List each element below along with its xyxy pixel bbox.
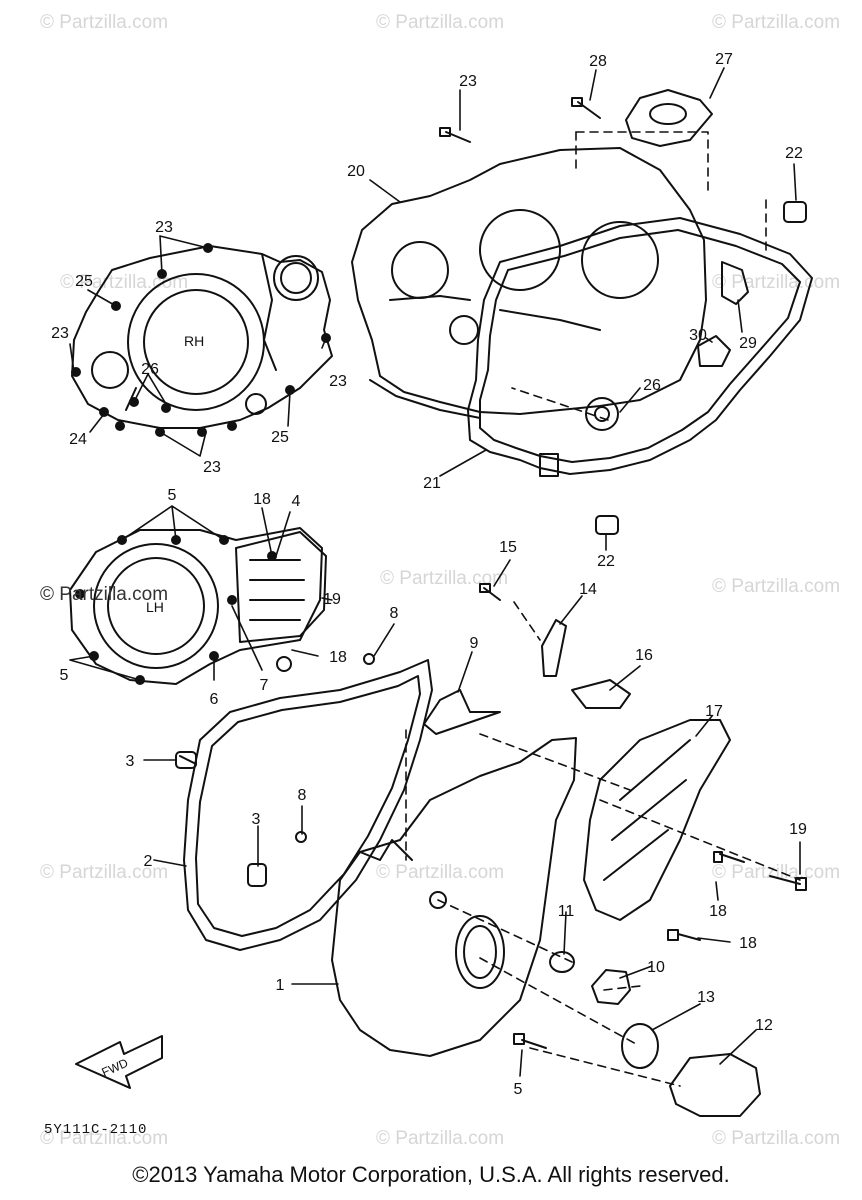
callout-number: 7 <box>260 677 269 694</box>
callout-number: 11 <box>558 903 575 920</box>
callout-number: 5 <box>60 667 69 684</box>
watermark: © Partzilla.com <box>380 568 509 589</box>
diagram-code: 5Y111C-2110 <box>44 1122 148 1138</box>
callout-number: 19 <box>323 591 341 608</box>
crankcase-cover-20 <box>351 147 707 419</box>
callout-number: 8 <box>390 605 399 622</box>
lh-cover-1 <box>331 689 577 1057</box>
callout-number: 19 <box>789 821 807 838</box>
rh-cover-label: RH <box>184 333 204 349</box>
callout-number: 23 <box>203 459 221 476</box>
callout-number: 22 <box>785 145 803 162</box>
lh-cover-label: LH <box>146 599 164 615</box>
sprocket-cover-17 <box>583 719 731 921</box>
callout-number: 23 <box>51 325 69 342</box>
callout-number: 28 <box>589 53 607 70</box>
callout-number: 6 <box>210 691 219 708</box>
fwd-arrow-icon <box>75 1035 163 1089</box>
callout-number: 30 <box>689 327 707 344</box>
copyright-notice: ©2013 Yamaha Motor Corporation, U.S.A. A… <box>132 1162 730 1187</box>
callout-number: 14 <box>579 581 597 598</box>
callout-number: 5 <box>168 487 177 504</box>
callout-number: 10 <box>647 959 665 976</box>
callout-number: 12 <box>755 1017 773 1034</box>
callout-number: 29 <box>739 335 757 352</box>
callout-number: 26 <box>141 361 159 378</box>
lh-cover-reference-view <box>69 527 327 685</box>
watermark: © Partzilla.com <box>712 576 841 597</box>
callout-number: 25 <box>75 273 93 290</box>
crankcase-gasket-21 <box>467 217 813 477</box>
callout-number: 20 <box>347 163 365 180</box>
callout-number: 23 <box>459 73 477 90</box>
watermark: © Partzilla.com <box>712 12 841 33</box>
callout-number: 1 <box>276 977 285 994</box>
callout-number: 2 <box>144 853 153 870</box>
callout-number: 3 <box>126 753 135 770</box>
side-watermark: © Partzilla.com <box>40 584 169 605</box>
watermark: © Partzilla.com <box>376 862 505 883</box>
callout-number: 13 <box>697 989 715 1006</box>
watermark: © Partzilla.com <box>40 12 169 33</box>
callout-number: 23 <box>155 219 173 236</box>
callout-number: 15 <box>499 539 517 556</box>
callout-number: 24 <box>69 431 87 448</box>
callout-number: 25 <box>271 429 289 446</box>
callout-number: 18 <box>709 903 727 920</box>
callout-number: 17 <box>705 703 723 720</box>
callout-number: 18 <box>739 935 757 952</box>
callout-numbers: 1 2 3 3 4 5 5 5 6 7 8 8 9 10 11 12 13 14… <box>51 51 807 1098</box>
watermark: © Partzilla.com <box>712 862 841 883</box>
watermark: © Partzilla.com <box>376 12 505 33</box>
callout-number: 23 <box>329 373 347 390</box>
callout-number: 16 <box>635 647 653 664</box>
watermark: © Partzilla.com <box>376 1128 505 1149</box>
callout-number: 8 <box>298 787 307 804</box>
callout-number: 18 <box>253 491 271 508</box>
leader-lines <box>69 67 801 1077</box>
callout-number: 18 <box>329 649 347 666</box>
callout-number: 27 <box>715 51 733 68</box>
callout-number: 4 <box>292 493 301 510</box>
rh-cover-reference-view <box>71 245 333 429</box>
lh-gasket-2 <box>175 659 433 951</box>
callout-number: 26 <box>643 377 661 394</box>
small-parts-lower <box>276 583 807 1117</box>
callout-number: 9 <box>470 635 479 652</box>
alignment-lines <box>405 131 801 1087</box>
watermark: © Partzilla.com <box>40 862 169 883</box>
callout-number: 22 <box>597 553 615 570</box>
watermark: © Partzilla.com <box>40 1128 169 1149</box>
callout-number: 5 <box>514 1081 523 1098</box>
watermark: © Partzilla.com <box>712 1128 841 1149</box>
callout-number: 3 <box>252 811 261 828</box>
lh-cover-bolt-dots <box>75 535 277 685</box>
callout-number: 21 <box>423 475 441 492</box>
small-parts-upper <box>439 89 807 535</box>
